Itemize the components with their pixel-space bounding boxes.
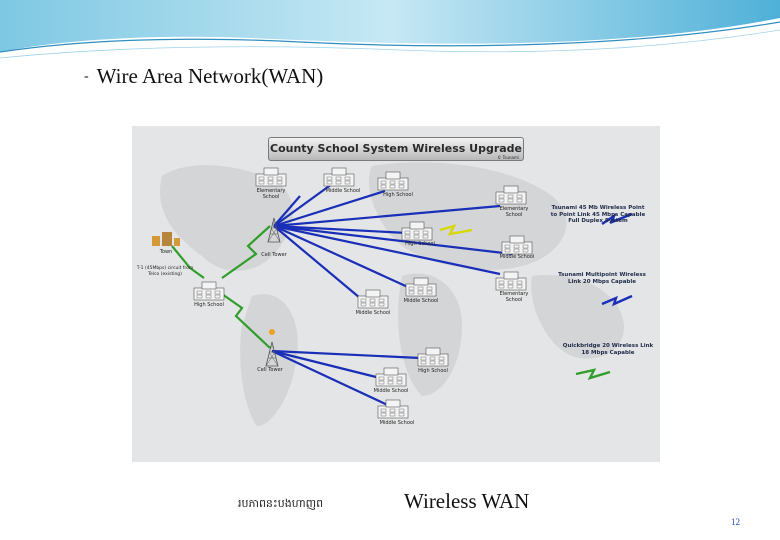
node-label: Middle School [373,388,409,394]
node-label: Cell Tower [261,252,287,258]
tower-signal-icon [269,329,275,335]
node-label: Elementary School [499,206,529,218]
blue-links-tower-2 [271,349,421,409]
school-building-icon [357,289,389,309]
node-label: Elementary School [256,188,286,200]
node-label: Middle School [325,188,361,194]
world-map-background [160,162,624,426]
node-label: Town [159,249,173,255]
node-label: High School [383,192,413,198]
khmer-caption: របភាពនះបងហាញព [238,497,324,510]
legend-multipoint-text: Tsunami Multipoint Wireless Link 20 Mbps… [558,272,646,285]
town-icon [152,232,180,246]
yellow-link [439,224,473,236]
header-wave-decoration [0,0,780,59]
school-building-icon [255,167,287,187]
node-label: Middle School [403,298,439,304]
wireless-wan-diagram: County School System Wireless Upgrade © … [132,126,660,462]
school-building-icon [323,167,355,187]
node-label: Middle School [499,254,535,260]
node-label: High School [194,302,224,308]
node-label: High School [405,241,435,247]
legend-bolt-green [575,368,611,380]
title-bullet: - [84,69,89,84]
legend-bolt-blue-2 [601,294,633,307]
banner-title: County School System Wireless Upgrade [270,142,522,155]
legend-bolt-blue-1 [601,212,633,225]
diagram-banner: County School System Wireless Upgrade © … [268,137,524,161]
node-label: High School [418,368,448,374]
legend-quickbridge-text: Quickbridge 20 Wireless Link 18 Mbps Cap… [562,343,654,356]
diagram-caption: Wireless WAN [404,489,530,513]
node-label: Elementary School [499,291,529,303]
t1-circuit-note: T-1 (45Mbps) circuit from Telco (existin… [136,266,194,277]
blue-links-tower-1 [273,183,513,299]
node-label: Middle School [379,420,415,426]
school-building-icon [193,281,225,301]
legend-p2p-text: Tsunami 45 Mb Wireless Point to Point Li… [550,205,646,224]
node-label: Middle School [355,310,391,316]
title-text: Wire Area Network(WAN) [96,64,324,88]
page-number: 12 [731,517,740,527]
school-building-icon [375,367,407,387]
diagram-canvas [152,162,633,426]
banner-brand: © Tsunami [497,155,519,160]
slide-title: -Wire Area Network(WAN) [84,64,323,89]
school-building-icon [495,271,527,291]
node-label: Cell Tower [257,367,283,373]
green-links [171,225,271,349]
